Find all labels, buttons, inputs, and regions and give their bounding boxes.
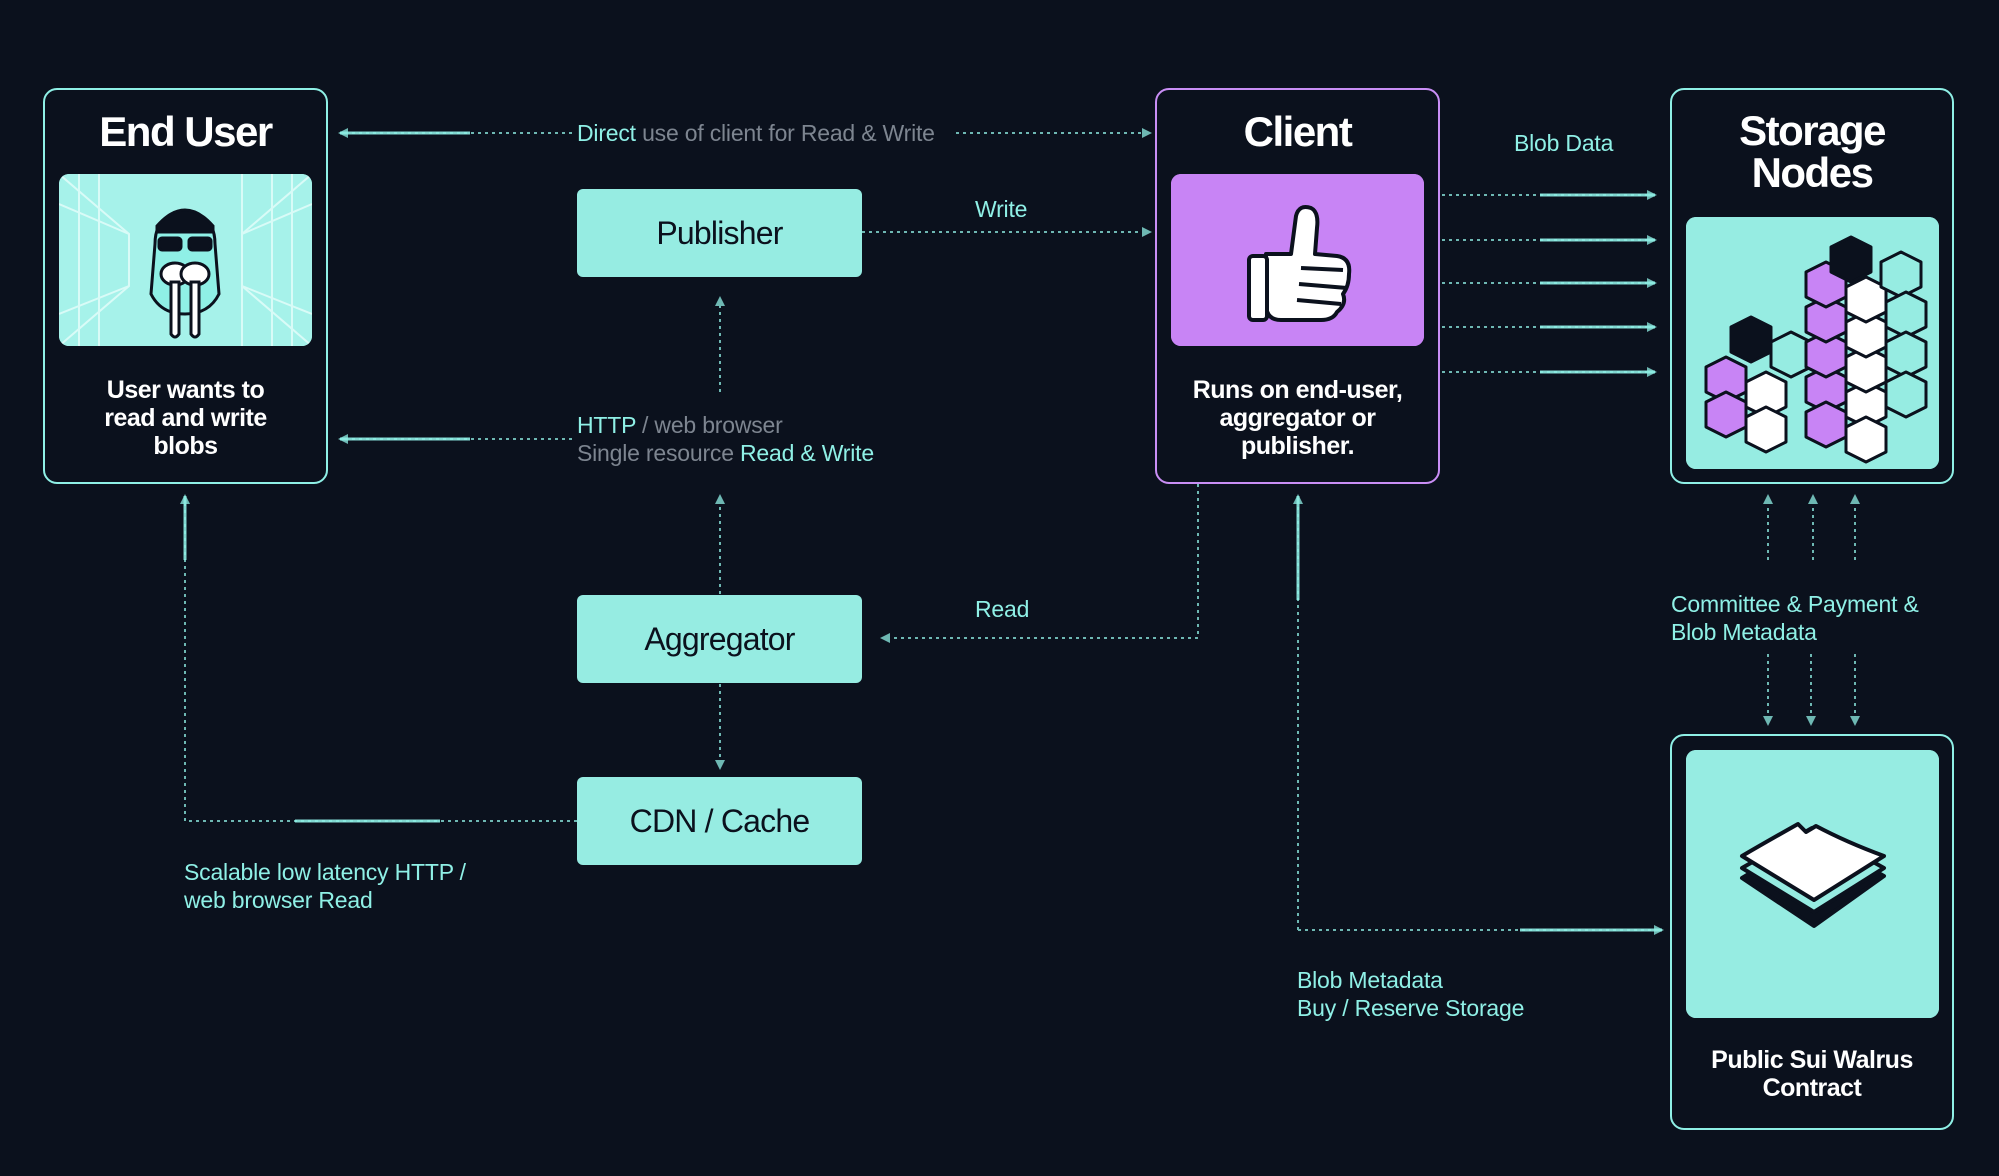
- edge-label-read: Read: [975, 596, 1030, 622]
- client-caption: Runs on end-user, aggregator or publishe…: [1192, 376, 1403, 460]
- end-user-tile: [59, 174, 312, 346]
- edge-label-blob-metadata: Blob Metadata Buy / Reserve Storage: [1297, 967, 1525, 1021]
- edge-label-scalable: Scalable low latency HTTP / web browser …: [184, 859, 466, 913]
- client-tile: [1171, 174, 1424, 346]
- thumbs-up-hand-icon: [1171, 174, 1424, 346]
- client-title: Client: [1243, 108, 1353, 155]
- end-user-caption: User wants to read and write blobs: [104, 376, 267, 460]
- walrus-with-sunglasses-icon: [59, 174, 312, 346]
- end-user-title: End User: [99, 108, 273, 155]
- storage-nodes-node: Storage Nodes: [1670, 88, 1954, 484]
- edge-label-http: HTTP / web browser Single resource Read …: [577, 412, 874, 466]
- edge-label-blob-data: Blob Data: [1514, 130, 1614, 156]
- storage-nodes-tile: [1686, 217, 1939, 469]
- edge-read: [880, 484, 1199, 643]
- contract-caption: Public Sui Walrus Contract: [1711, 1046, 1913, 1102]
- end-user-node: End User: [43, 88, 328, 484]
- aggregator-node: Aggregator: [577, 595, 862, 683]
- cdn-cache-node: CDN / Cache: [577, 777, 862, 865]
- edge-label-write: Write: [975, 196, 1028, 222]
- contract-node: Public Sui Walrus Contract: [1670, 734, 1954, 1130]
- paper-sheets-icon: [1686, 750, 1939, 1018]
- stacked-cubes-icon: [1686, 217, 1939, 469]
- storage-nodes-title: Storage Nodes: [1739, 107, 1886, 196]
- contract-tile: [1686, 750, 1939, 1018]
- edge-cdn-enduser: [180, 494, 577, 822]
- client-node: Client Runs on end-user, aggregator or p…: [1155, 88, 1440, 484]
- publisher-node: Publisher: [577, 189, 862, 277]
- edge-label-committee: Committee & Payment & Blob Metadata: [1671, 591, 1919, 645]
- edge-label-direct: Direct use of client for Read & Write: [577, 120, 935, 146]
